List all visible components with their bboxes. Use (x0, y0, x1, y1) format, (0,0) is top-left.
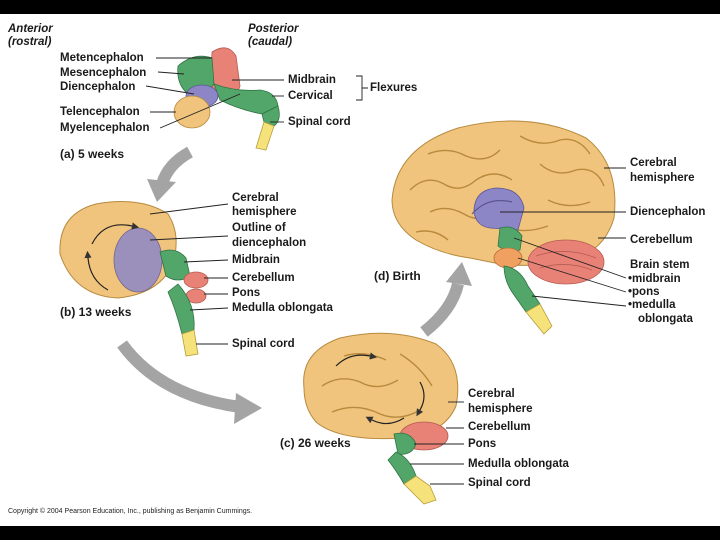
cerebellum-birth (527, 239, 605, 285)
label-c-cerebral-2: hemisphere (468, 403, 533, 415)
pons-birth (493, 247, 523, 269)
label-c-medulla: Medulla oblongata (468, 458, 569, 470)
rotation-arrow-26wk-3 (365, 416, 405, 425)
rotation-arrow-26wk-2 (416, 381, 425, 417)
corpus-arc-birth (471, 199, 513, 215)
label-mesencephalon: Mesencephalon (60, 67, 147, 79)
label-b-cerebellum: Cerebellum (232, 272, 295, 284)
label-b-pons: Pons (232, 287, 261, 299)
label-b-cerebral-1: Cerebral (232, 192, 279, 204)
spinal-cord-13wk (181, 329, 199, 357)
label-b-outline-1: Outline of (232, 222, 286, 234)
spinal-cord-5wk (255, 121, 275, 151)
caption-13-weeks: (b) 13 weeks (60, 305, 132, 319)
progression-arrow-b-c (117, 340, 241, 413)
spinal-cord-26wk (403, 475, 437, 505)
label-d-brain-stem: Brain stem (630, 259, 690, 271)
fetus-13-weeks (59, 201, 209, 357)
label-spinal-cord-a: Spinal cord (288, 116, 351, 128)
leader-lines (145, 57, 627, 485)
cerebellum-13wk (183, 271, 209, 289)
embryo-5-weeks (173, 47, 280, 151)
brain-at-birth (391, 120, 616, 335)
progression-arrow-c-d (420, 282, 464, 337)
label-b-midbrain: Midbrain (232, 254, 280, 266)
spinal-cord-birth (525, 303, 553, 335)
gyri-birth (409, 135, 605, 241)
gyri-26wk (321, 353, 433, 418)
label-d-cerebellum: Cerebellum (630, 234, 693, 246)
anterior-label: Anterior (8, 23, 53, 35)
slide: Anterior (rostral) Posterior (caudal) Me… (0, 14, 720, 526)
label-d-medulla-1: medulla (628, 299, 675, 312)
rostral-label: (rostral) (8, 36, 52, 48)
leader-b-midbrain (183, 259, 229, 263)
copyright-notice: Copyright © 2004 Pearson Education, Inc.… (8, 508, 253, 515)
caption-26-weeks: (c) 26 weeks (280, 436, 351, 450)
progression-arrowhead-b-c (234, 393, 262, 424)
label-c-cerebellum: Cerebellum (468, 421, 531, 433)
leader-b-cerebral (149, 203, 229, 215)
leader-mesencephalon (157, 71, 185, 75)
label-diencephalon-a: Diencephalon (60, 81, 136, 93)
caudal-label: (caudal) (248, 36, 293, 48)
label-telencephalon: Telencephalon (60, 106, 140, 118)
progression-arrowhead-a-b (147, 179, 176, 202)
rotation-arrow-13wk-2 (84, 250, 109, 291)
flexures-bracket (356, 75, 368, 101)
label-midbrain-a: Midbrain (288, 74, 336, 86)
label-myelencephalon: Myelencephalon (60, 122, 150, 134)
leader-myelencephalon (159, 93, 241, 129)
posterior-label: Posterior (248, 23, 299, 35)
label-flexures: Flexures (370, 82, 418, 94)
rotation-arrow-26wk (335, 352, 378, 367)
leader-d-pons (517, 257, 627, 293)
caption-5-weeks: (a) 5 weeks (60, 147, 125, 161)
leader-b-medulla (189, 307, 229, 311)
label-c-pons: Pons (468, 438, 497, 450)
label-b-outline-2: diencephalon (232, 237, 307, 249)
cerebellum-folia-birth (535, 251, 597, 271)
rotation-arrow-13wk (91, 222, 140, 245)
label-d-midbrain: midbrain (628, 273, 681, 286)
label-c-spinal: Spinal cord (468, 477, 531, 489)
telencephalon-5wk (173, 95, 211, 129)
label-cervical: Cervical (288, 90, 333, 102)
fetus-26-weeks (303, 332, 459, 505)
label-d-diencephalon: Diencephalon (630, 206, 706, 218)
label-b-medulla: Medulla oblongata (232, 302, 333, 314)
brain-development-figure (59, 47, 627, 505)
label-d-cerebral-1: Cerebral (630, 157, 677, 169)
label-b-spinal: Spinal cord (232, 338, 295, 350)
leader-b-outline (149, 235, 229, 241)
label-d-cerebral-2: hemisphere (630, 172, 695, 184)
progression-arrowhead-c-d (446, 262, 472, 286)
diencephalon-outline-13wk (113, 227, 163, 293)
label-b-cerebral-2: hemisphere (232, 206, 297, 218)
caption-birth: (d) Birth (374, 269, 421, 283)
progression-arrow-a-b (156, 146, 194, 186)
diencephalon-birth (473, 187, 525, 231)
label-d-pons: pons (628, 286, 659, 299)
leader-diencephalon-a (145, 85, 195, 95)
label-c-cerebral-1: Cerebral (468, 388, 515, 400)
label-d-medulla-2: oblongata (638, 313, 693, 325)
leader-d-midbrain (513, 237, 627, 279)
midbrain-flexure-5wk (213, 83, 279, 115)
leader-d-medulla (531, 295, 627, 307)
label-metencephalon: Metencephalon (60, 52, 144, 64)
